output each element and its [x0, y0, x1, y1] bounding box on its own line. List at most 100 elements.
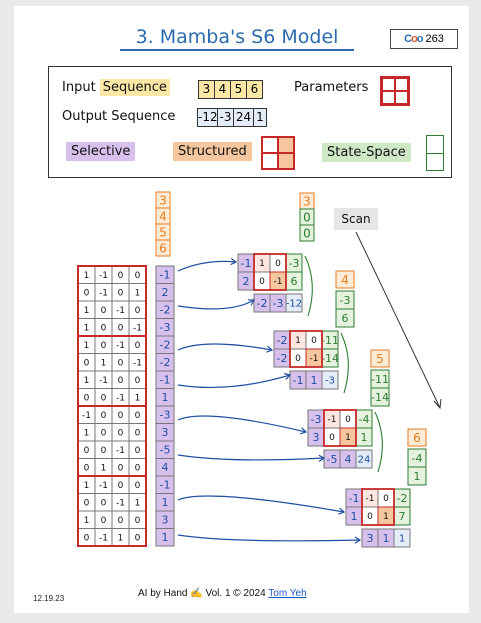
input-label: Input Sequence: [62, 79, 170, 96]
projection-arrow-head: [300, 427, 308, 435]
step-bx-cell: -1: [293, 374, 304, 387]
weight-cell: 1: [135, 393, 141, 403]
step-output-value: 6: [413, 431, 421, 445]
author-link[interactable]: Tom Yeh: [268, 588, 307, 599]
projected-value: -2: [160, 339, 171, 352]
projection-arrow: [177, 495, 345, 513]
weight-cell: 1: [84, 481, 90, 491]
step-y-value: -3: [340, 294, 351, 307]
weight-cell: 1: [84, 428, 90, 438]
state-space-label: State-Space: [322, 143, 411, 162]
step-a-cell: 0: [311, 336, 317, 346]
step-structured-border: [289, 330, 323, 368]
projected-value: -1: [160, 374, 171, 387]
weight-cell: 0: [118, 516, 124, 526]
weight-cell: 0: [84, 446, 90, 456]
step-a-cell: -3: [311, 413, 322, 426]
weight-cell: -1: [82, 411, 91, 421]
step-y-value: 6: [342, 312, 349, 325]
step-a-cell: -2: [277, 334, 288, 347]
step-a-cell: 2: [243, 275, 250, 288]
weight-cell: 0: [135, 463, 141, 473]
step-bx-sum-box: [321, 370, 339, 390]
badge: Coo 263: [390, 29, 458, 49]
weight-cell: -1: [99, 376, 108, 386]
input-cell: 4: [214, 80, 231, 99]
bx-arrow: [177, 454, 325, 461]
projected-value: -3: [160, 321, 171, 334]
projected-value: 2: [162, 286, 169, 299]
projected-value: -5: [160, 444, 171, 457]
weight-cell: -1: [116, 393, 125, 403]
projected-value: 4: [162, 461, 169, 474]
weight-cell: 0: [135, 516, 141, 526]
weight-cell: 0: [135, 428, 141, 438]
weight-cell: 0: [118, 428, 124, 438]
weight-cell: 1: [101, 358, 107, 368]
weight-cell: 0: [135, 411, 141, 421]
step-a-cell: 0: [383, 494, 389, 504]
weight-cell: 1: [84, 341, 90, 351]
step-y-value-box: [335, 308, 355, 328]
step-y-value: -4: [412, 452, 423, 465]
step-state-arrow: [340, 332, 349, 394]
badge-number: 263: [425, 33, 444, 45]
projected-value: 1: [162, 496, 169, 509]
step-state-arrow: [304, 255, 313, 317]
footer: AI by Hand ✍ Vol. 1 © 2024 Tom Yeh: [138, 588, 307, 599]
selective-label: Selective: [66, 142, 136, 161]
step-a-cell: -1: [241, 257, 252, 270]
step-y-value: -14: [371, 391, 389, 404]
output-cell: 1: [253, 108, 267, 127]
projection-arrow-head: [266, 345, 274, 353]
step-a-cell: 1: [351, 510, 358, 523]
parameters-icon: [380, 76, 410, 106]
step-y-value-box: [407, 466, 427, 486]
weight-cell: 0: [118, 411, 124, 421]
weight-cell: 1: [135, 288, 141, 298]
weight-cell: -1: [99, 288, 108, 298]
weight-cell: 0: [135, 376, 141, 386]
projected-value: -2: [160, 304, 171, 317]
weight-cell: 1: [84, 306, 90, 316]
weight-cell: -1: [133, 323, 142, 333]
step-a-cell: -1: [349, 492, 360, 505]
projected-value: 1: [162, 531, 169, 544]
state-initial-value: 0: [303, 210, 311, 224]
step-a-cell: -1: [274, 277, 283, 287]
step-bx-sum: -3: [325, 376, 335, 387]
step-a-cell: 1: [345, 433, 351, 443]
projected-value: -1: [160, 479, 171, 492]
weight-cell: 1: [135, 498, 141, 508]
input-value: 3: [159, 193, 167, 207]
step-a-cell: 1: [295, 336, 301, 346]
weight-cell: 0: [118, 358, 124, 368]
projected-value: 3: [162, 514, 169, 527]
step-state-value: -14: [321, 352, 339, 365]
weight-cell: 0: [135, 481, 141, 491]
bx-arrow: [177, 299, 255, 310]
step-y-value-box: [370, 387, 390, 407]
input-value: 5: [159, 225, 167, 239]
projected-value: -2: [160, 356, 171, 369]
output-sequence-cells: -12 -3 24 1: [197, 108, 267, 127]
weight-cell: 0: [118, 481, 124, 491]
weight-cell: 0: [118, 288, 124, 298]
parameters-label: Parameters: [294, 80, 369, 95]
projection-arrow: [177, 415, 307, 433]
step-output-value: 5: [376, 352, 384, 366]
step-bx-cell: -2: [257, 297, 268, 310]
step-output-value-box: [335, 270, 355, 289]
scan-arrow: [355, 231, 441, 409]
legend-box: [48, 66, 452, 178]
weight-cell: 0: [135, 306, 141, 316]
step-state-value: 6: [291, 275, 298, 288]
step-bx-sum-box: [355, 449, 373, 469]
weight-cell: 1: [101, 463, 107, 473]
step-state-value: -11: [321, 334, 339, 347]
weight-cell: 0: [101, 306, 107, 316]
step-state-value: -3: [289, 257, 300, 270]
scan-label: Scan: [341, 212, 370, 226]
weight-cell: -1: [133, 358, 142, 368]
